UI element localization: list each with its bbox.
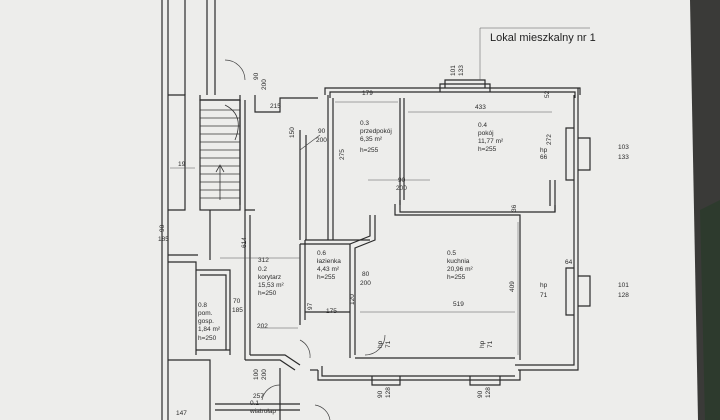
dim-label: 257 (253, 393, 264, 400)
room-area: 4,43 m² (317, 266, 340, 274)
dim-label: 52 (544, 90, 551, 98)
room-height: h=250 (258, 290, 277, 298)
room-area: 20,96 m² (447, 266, 473, 274)
dim-label: 147 (176, 410, 187, 417)
dim-label: hp (540, 282, 548, 289)
walls (161, 0, 591, 420)
dim-label: 200 (360, 280, 371, 287)
dim-label: 433 (475, 104, 486, 111)
room-name: przedpokój (360, 128, 392, 136)
room-name: kuchnia (447, 258, 470, 266)
dim-label: 202 (257, 323, 268, 330)
room-name-2: gosp. (198, 318, 214, 326)
dim-label: 70 (233, 298, 241, 305)
dim-label: 312 (258, 257, 269, 264)
dim-label: 90 (398, 177, 406, 184)
room-number: 0.2 (258, 266, 268, 273)
paper-sheet (0, 0, 698, 420)
room-height: h=250 (198, 334, 217, 342)
room-name: pokój (478, 130, 494, 138)
room-label-0-3: 0.3 przedpokój 6,35 m² h=255 (360, 120, 392, 156)
dim-label: 90 (318, 128, 326, 135)
dim-label: 150 (289, 127, 296, 138)
dimension-lines (170, 27, 590, 355)
dim-label: 200 (396, 185, 407, 192)
dim-label: 275 (339, 149, 346, 160)
dim-label: 100 (253, 369, 260, 380)
room-height: h=255 (478, 146, 497, 154)
room-number: 0.8 (198, 302, 208, 309)
dim-label: 80 (362, 271, 370, 278)
dim-label: 97 (307, 302, 314, 310)
dim-label: hp (540, 147, 548, 154)
room-label-0-4: 0.4 pokój 11,77 m² h=255 (478, 122, 503, 155)
room-area: 6,35 m² (360, 136, 383, 144)
room-label-0-8: 0.8 pom. gosp. 1,84 m² h=250 (198, 302, 220, 343)
room-label-0-6: 0.6 łazienka 4,43 m² h=255 (317, 250, 341, 283)
room-height: h=255 (317, 274, 336, 282)
room-name: korytarz (258, 274, 282, 282)
dim-label: 215 (270, 103, 281, 110)
dim-label: 185 (232, 307, 243, 314)
dim-label: 128 (385, 387, 392, 398)
dim-label: 200 (261, 369, 268, 380)
dim-label: 128 (618, 292, 629, 299)
dim-label: 90 (377, 390, 384, 398)
dim-label: 71 (385, 340, 392, 348)
dim-label: 128 (485, 387, 492, 398)
dim-label: 64 (565, 259, 573, 266)
dim-label: 103 (618, 144, 629, 151)
dim-label: 101 (450, 65, 457, 76)
room-number: 0.3 (360, 120, 370, 127)
dim-label: 179 (362, 90, 373, 97)
room-area: 11,77 m² (478, 138, 504, 146)
dim-label: hp (479, 340, 486, 348)
dim-label: 36 (511, 204, 518, 212)
dim-label: 120 (349, 294, 356, 305)
room-height: h=255 (360, 147, 379, 155)
door-swings (224, 59, 386, 420)
dim-label: 200 (316, 137, 327, 144)
dim-label: 66 (540, 154, 548, 161)
dim-label: 101 (618, 282, 629, 289)
dim-label: 90 (159, 224, 166, 232)
room-name: łazienka (317, 258, 341, 266)
dim-label: 175 (326, 308, 337, 315)
room-number: 0.4 (478, 122, 488, 129)
dim-label: 71 (540, 292, 548, 299)
dim-label: 272 (546, 134, 553, 145)
dim-label: 519 (453, 301, 464, 308)
dim-label: 71 (487, 340, 494, 348)
staircase (200, 104, 240, 200)
background-table (700, 200, 720, 420)
room-label-0-5: 0.5 kuchnia 20,96 m² h=255 (447, 250, 473, 283)
room-label-0-2: 0.2 korytarz 15,53 m² h=250 (258, 266, 284, 299)
dim-label: hp (377, 340, 384, 348)
room-label-0-1: 0.1 wiatrołap (250, 400, 276, 416)
room-area: 1,84 m² (198, 326, 221, 334)
room-name: pom. (198, 310, 213, 318)
dim-label: 19 (178, 161, 186, 168)
room-area: 15,53 m² (258, 282, 284, 290)
dim-label: 90 (253, 72, 260, 80)
room-height: h=255 (447, 274, 466, 282)
room-number: 0.1 (250, 400, 260, 407)
room-number: 0.5 (447, 250, 457, 257)
dim-label: 185 (158, 236, 169, 243)
dim-label: 200 (261, 79, 268, 90)
dim-label: 133 (618, 154, 629, 161)
plan-title: Lokal mieszkalny nr 1 (490, 32, 596, 44)
room-number: 0.6 (317, 250, 327, 257)
dim-label: 409 (509, 281, 516, 292)
dim-label: 614 (241, 237, 248, 248)
room-name: wiatrołap (250, 408, 277, 416)
dim-label: 90 (477, 390, 484, 398)
dim-label: 133 (458, 65, 465, 76)
